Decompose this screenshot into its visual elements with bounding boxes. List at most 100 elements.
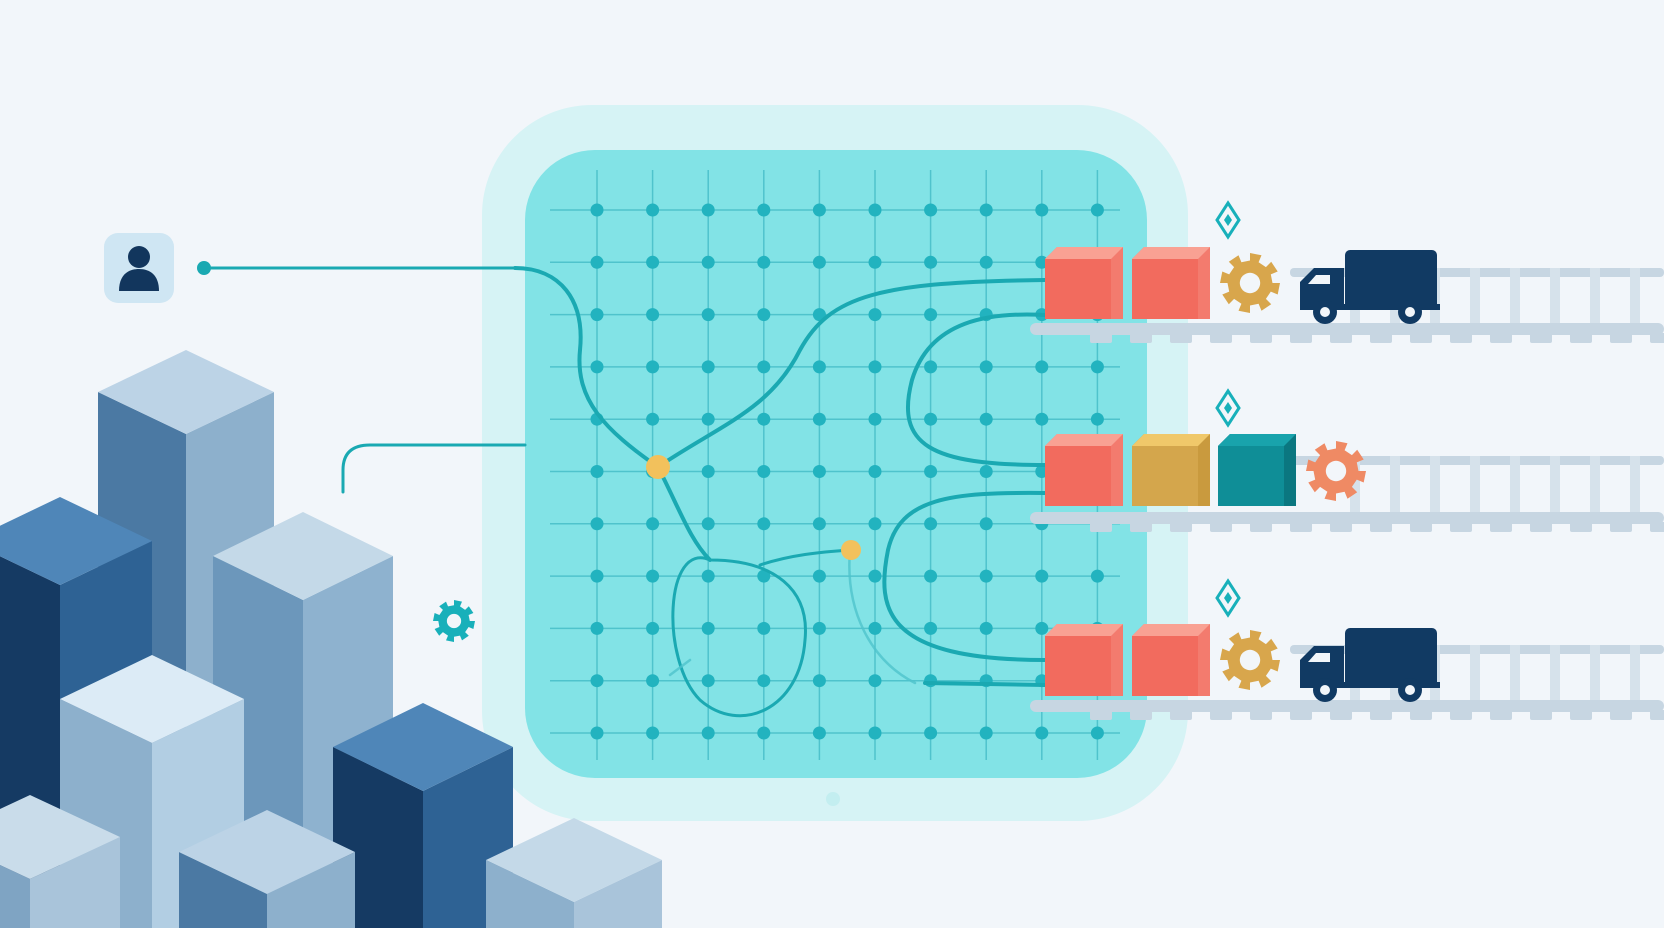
grid-dot	[1090, 203, 1104, 217]
routing-panel	[482, 105, 1188, 821]
routing-secondary-node	[841, 540, 861, 560]
route-user-to-hub	[513, 266, 660, 469]
gear-icon	[1220, 630, 1280, 690]
gear-icon	[433, 600, 475, 642]
grid-dot	[868, 308, 882, 322]
grid-dot	[979, 726, 993, 740]
grid-dot	[924, 726, 938, 740]
input-connectors	[202, 266, 527, 494]
grid-dot	[646, 412, 660, 426]
grid-dot	[1035, 726, 1049, 740]
grid-dot	[812, 255, 826, 269]
building	[333, 703, 513, 928]
secondary-connector-line	[341, 443, 527, 494]
grid-dot	[1035, 569, 1049, 583]
grid-dot	[590, 255, 604, 269]
grid-dot	[590, 569, 604, 583]
grid-dot	[701, 203, 715, 217]
grid-dot	[1035, 360, 1049, 374]
grid-dot	[868, 360, 882, 374]
grid-dot	[701, 308, 715, 322]
truck-icon	[1300, 628, 1440, 702]
grid-dot	[979, 517, 993, 531]
grid-dot	[868, 621, 882, 635]
package-box	[1132, 434, 1210, 506]
grid-dot	[812, 465, 826, 478]
grid-dot	[868, 465, 882, 478]
grid-dot	[924, 465, 938, 478]
grid-dot	[701, 569, 715, 583]
grid-dot	[701, 517, 715, 531]
grid-dot	[590, 203, 604, 217]
route-hub-down	[656, 465, 712, 562]
grid-dot	[979, 621, 993, 635]
grid-dot	[812, 360, 826, 374]
conveyor-rail	[1030, 456, 1664, 532]
conveyor-rails	[1030, 268, 1664, 720]
grid-dot	[1090, 360, 1104, 374]
grid-dot	[590, 726, 604, 740]
grid-dot	[812, 517, 826, 531]
grid-dot	[979, 203, 993, 217]
route-loop-to-node	[758, 548, 852, 567]
grid-dot	[701, 255, 715, 269]
gear-icon	[1306, 441, 1366, 501]
grid-dot	[868, 412, 882, 426]
route-lane1-return	[906, 312, 1047, 467]
grid-dot	[701, 621, 715, 635]
grid-dot	[868, 674, 882, 688]
grid-dot	[812, 621, 826, 635]
grid-dot	[590, 465, 604, 478]
avatar[interactable]	[104, 233, 174, 303]
grid-dot	[757, 726, 771, 740]
grid-dot	[812, 203, 826, 217]
grid-dot	[757, 621, 771, 635]
grid-dot	[757, 203, 771, 217]
building	[179, 810, 355, 928]
route-faint-2	[668, 658, 692, 677]
grid-dot	[924, 517, 938, 531]
route-lane3-extra	[923, 681, 1047, 687]
grid-dot	[646, 308, 660, 322]
grid-dot	[757, 674, 771, 688]
truck-icon	[1300, 250, 1440, 324]
grid-dot	[868, 569, 882, 583]
lane-3	[1045, 578, 1440, 702]
grid-dot	[590, 517, 604, 531]
panel-inner	[525, 150, 1147, 778]
routing-paths	[513, 266, 1047, 718]
package-box	[1045, 434, 1123, 506]
grid-dot	[646, 517, 660, 531]
grid-dot	[979, 569, 993, 583]
grid-dot	[924, 412, 938, 426]
route-faint-1	[848, 548, 917, 685]
package-box	[1132, 624, 1210, 696]
grid-dot	[868, 203, 882, 217]
grid-dot	[646, 726, 660, 740]
grid-dot	[924, 203, 938, 217]
grid-dot	[979, 360, 993, 374]
grid-dot	[701, 726, 715, 740]
grid-dot	[757, 412, 771, 426]
grid-dot	[1090, 412, 1104, 426]
panel-indicator-dot	[826, 792, 840, 806]
grid-dot	[812, 726, 826, 740]
grid-dot	[1090, 726, 1104, 740]
grid-dot	[701, 674, 715, 688]
grid-dot	[924, 360, 938, 374]
user-icon	[119, 246, 159, 291]
grid-dot	[924, 255, 938, 269]
grid-dot	[979, 412, 993, 426]
grid-dot	[924, 569, 938, 583]
grid-dot	[590, 308, 604, 322]
grid-dot	[1035, 412, 1049, 426]
grid-dot	[646, 360, 660, 374]
grid-dot	[924, 308, 938, 322]
grid-dot	[701, 360, 715, 374]
grid-dot	[868, 726, 882, 740]
grid-dot	[979, 465, 993, 478]
building	[0, 795, 120, 928]
lane-2	[1045, 388, 1366, 506]
